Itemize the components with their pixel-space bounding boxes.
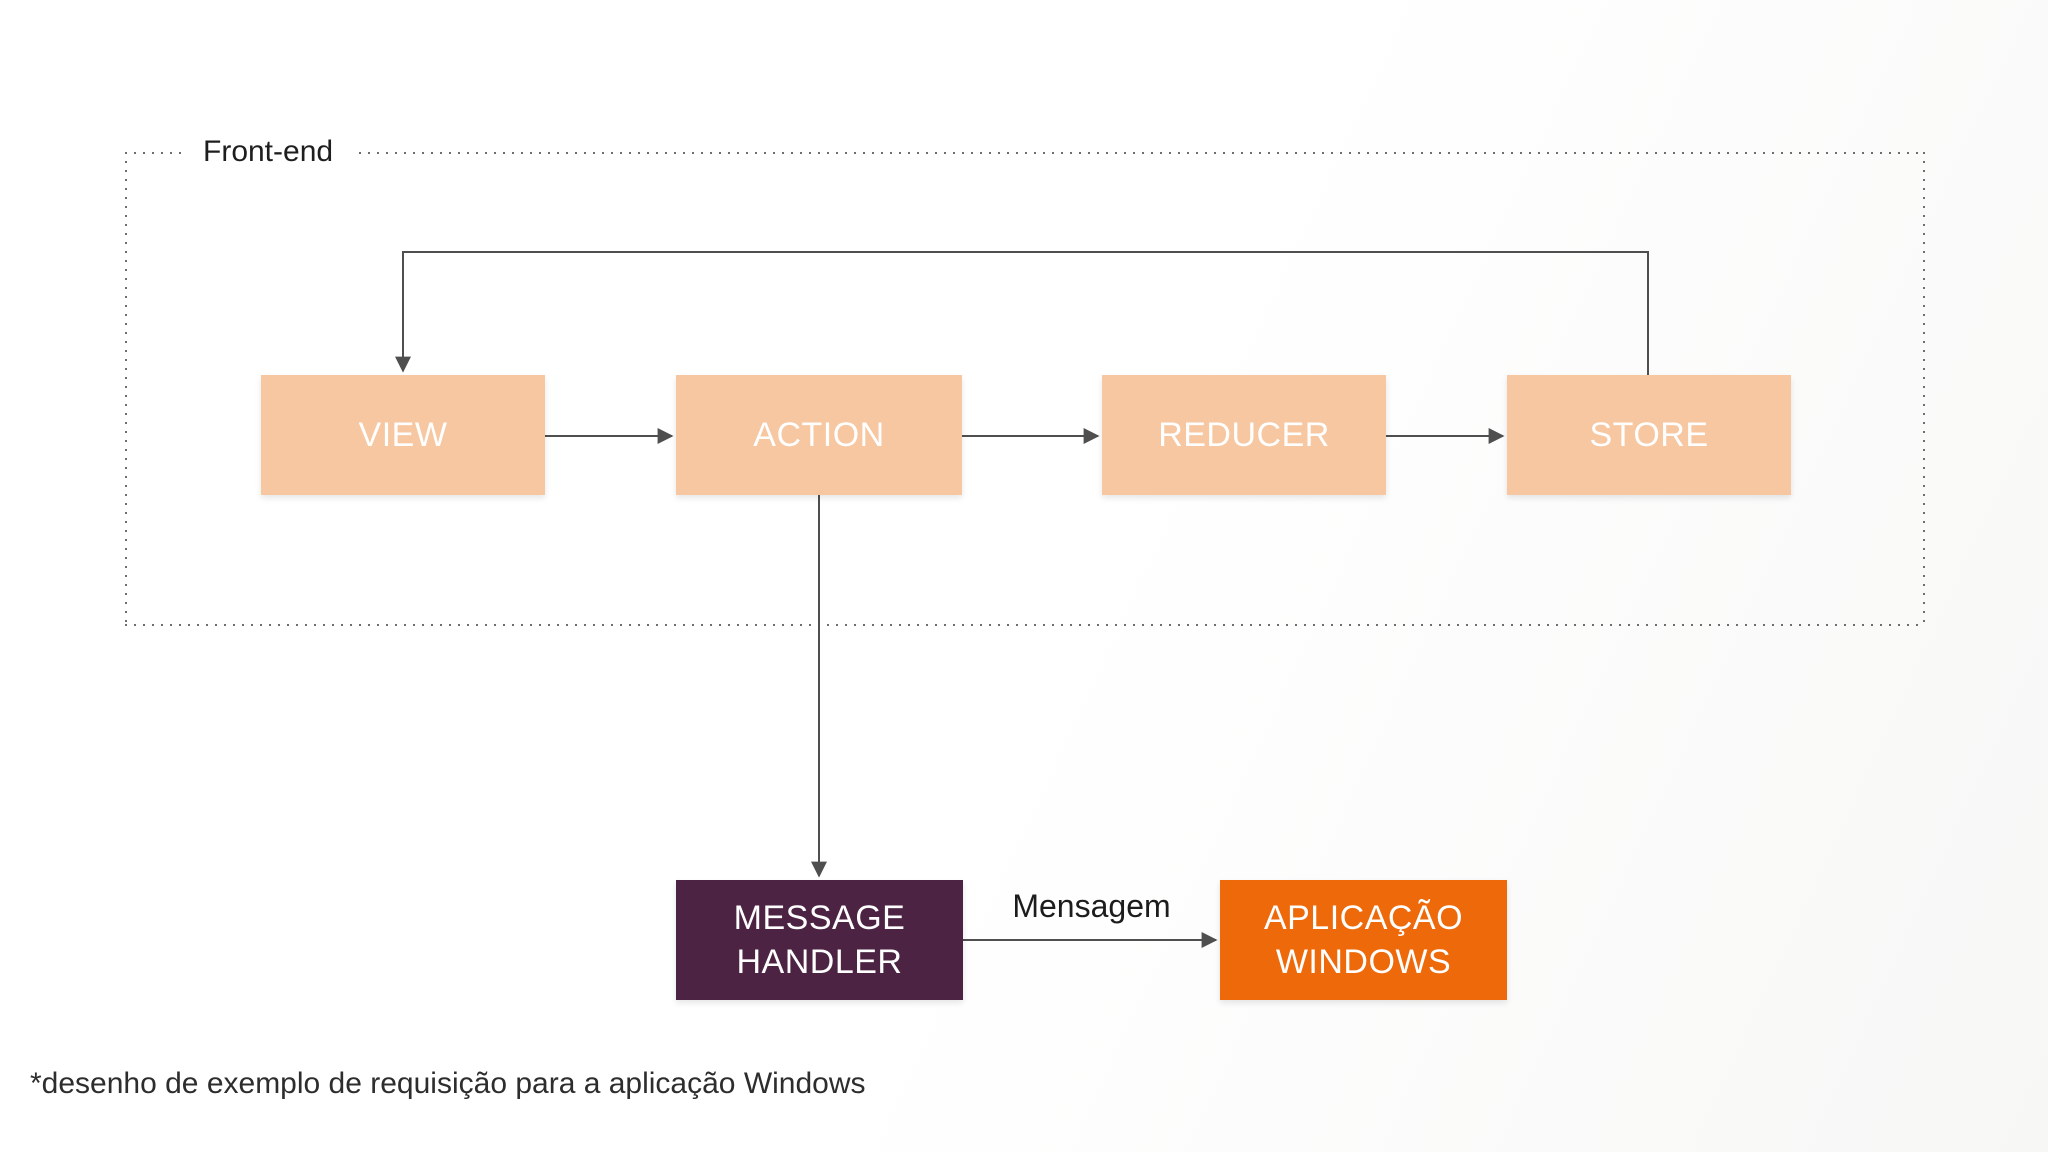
node-windows-app: APLICAÇÃO WINDOWS xyxy=(1220,880,1507,1000)
frontend-group-label: Front-end xyxy=(183,132,354,172)
frontend-border-right xyxy=(1923,152,1925,626)
node-windows-app-label-line1: APLICAÇÃO xyxy=(1263,899,1464,937)
node-action: ACTION xyxy=(676,375,962,495)
node-view: VIEW xyxy=(261,375,545,495)
node-message-handler: MESSAGE HANDLER xyxy=(676,880,963,1000)
edge-label-mensagem: Mensagem xyxy=(1012,888,1171,924)
frontend-border-left xyxy=(125,152,127,626)
footnote-text: *desenho de exemplo de requisição para a… xyxy=(30,1067,866,1100)
frontend-group: Front-end xyxy=(125,132,1925,626)
frontend-border-bottom xyxy=(125,624,1925,626)
node-reducer-label: REDUCER xyxy=(1158,416,1330,454)
node-message-handler-label-line1: MESSAGE xyxy=(733,899,906,937)
node-message-handler-label-line2: HANDLER xyxy=(736,943,903,981)
node-windows-app-label-line2: WINDOWS xyxy=(1275,943,1452,981)
node-action-label: ACTION xyxy=(753,416,885,454)
frontend-border-top xyxy=(125,152,1925,154)
edge-store-to-view-feedback xyxy=(395,251,1649,375)
node-view-label: VIEW xyxy=(358,416,448,454)
node-store: STORE xyxy=(1507,375,1791,495)
node-reducer: REDUCER xyxy=(1102,375,1386,495)
node-store-label: STORE xyxy=(1589,416,1709,454)
